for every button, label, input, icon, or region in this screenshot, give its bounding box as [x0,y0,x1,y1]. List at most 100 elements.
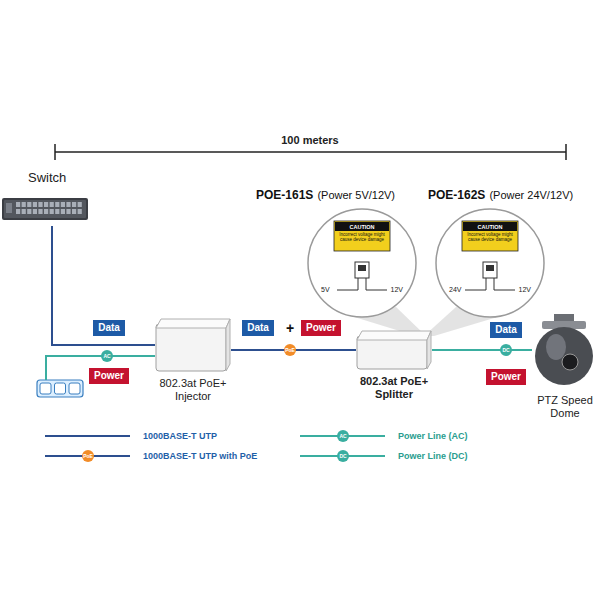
device-name: PTZ Speed Dome [532,394,598,420]
switch-port [22,202,26,207]
box-side [226,319,230,371]
signal-tag: Data [495,324,517,336]
signal-tag: Data [247,322,269,334]
voltage-row: 5V12V [307,286,417,294]
switch-lead [494,278,515,290]
device-name: Switch [2,170,92,186]
switch-port [50,202,54,207]
switch-console [6,203,12,213]
switch-port [72,202,76,207]
sticker-text-area: CAUTIONIncorrect voltage might cause dev… [336,223,388,242]
caution-sticker [462,221,518,251]
label-holder: + [286,321,294,335]
line-marker-text: DC [502,348,509,353]
legend-dot [337,430,349,442]
data-tag: Data [490,322,522,338]
label-holder: AC [339,434,346,439]
switch-slider [486,265,494,271]
model-spec: (Power 24V/12V) [489,189,573,201]
network-cable [52,226,155,345]
network-switch: Switch [2,170,92,226]
voltage-switch [355,262,369,278]
caution-note: Incorrect voltage might cause device dam… [464,232,516,242]
caution-zoom-circle: CAUTIONIncorrect voltage might cause dev… [435,208,545,318]
dome-highlight [546,334,566,360]
switch-port [33,209,37,214]
box-side [427,331,431,369]
legend-dot [82,450,94,462]
switch-slider [358,265,366,271]
dc-dot: DC [500,344,512,356]
camera-lens [562,354,578,370]
dimension-tick [565,144,567,160]
switch-port [66,209,70,214]
poe-injector: 802.3at PoE+ Injector [155,318,231,403]
legend-text: Power Line (AC) [398,431,468,442]
zoom-outline [436,209,544,317]
switch-body [2,198,88,220]
outlet-socket [69,383,80,394]
caution-band [463,222,517,231]
switch-port [44,209,48,214]
ptz-camera: PTZ Speed Dome [532,314,598,420]
switch-lead [337,278,358,290]
legend-line [45,435,130,437]
switch-port [44,202,48,207]
switch-port [50,209,54,214]
network-cable [432,349,532,351]
plus-sign: + [286,321,294,335]
power-tag: Power [89,368,129,384]
poe-splitter: 802.3at PoE+ Splitter [356,330,432,401]
switch-port [61,209,65,214]
switch-port [38,202,42,207]
camera-image [532,314,598,392]
model-spec: (Power 5V/12V) [317,189,395,201]
switch-port [78,209,82,214]
voltage-label: 24V [449,286,461,294]
device-name: 802.3at PoE+ Injector [155,377,231,403]
legend-entry: Power Line (AC) [398,431,468,442]
power-tag: Power [486,369,526,385]
legend-text: 1000BASE-T UTP [143,431,217,442]
legend-dot-text: AC [339,434,346,439]
device-box [155,318,231,372]
caution-heading: CAUTION [464,223,516,231]
sticker-text-area: CAUTIONIncorrect voltage might cause dev… [464,223,516,242]
label-holder: PoE [83,454,93,459]
model-name: POE-162S [428,188,485,202]
switch-port [22,209,26,214]
dimension-label: 100 meters [281,134,339,146]
switch-port [16,202,20,207]
caution-sticker [334,221,390,251]
legend-dot [337,450,349,462]
dimension-line [55,151,566,153]
box-front [156,324,226,371]
legend-entry: 1000BASE-T UTP [143,431,217,442]
switch-port [72,209,76,214]
poe-dot: PoE [284,344,296,356]
box-top [156,319,230,328]
caution-band [335,222,389,231]
signal-tag: Power [306,322,336,334]
model-name: POE-161S [256,188,313,202]
switch-port [55,209,59,214]
signal-tag: Power [491,371,521,383]
signal-tag: Data [98,322,120,334]
label-holder: 100 meters [281,134,339,146]
switch-port [38,209,42,214]
zoom-outline [308,209,416,317]
label-holder: DC [339,454,346,459]
voltage-row: 24V12V [435,286,545,294]
signal-tag: Power [94,370,124,382]
voltage-label: 5V [321,286,330,294]
ac-dot: AC [101,350,113,362]
label-holder: (Power 24V/12V) [489,189,573,201]
switch-port [78,202,82,207]
line-marker-text: PoE [285,348,295,353]
voltage-switch [483,262,497,278]
line-marker-text: AC [103,354,110,359]
power-outlet [37,380,83,397]
data-tag: Data [242,320,274,336]
box-top [357,331,431,340]
legend-text: 1000BASE-T UTP with PoE [143,451,257,462]
